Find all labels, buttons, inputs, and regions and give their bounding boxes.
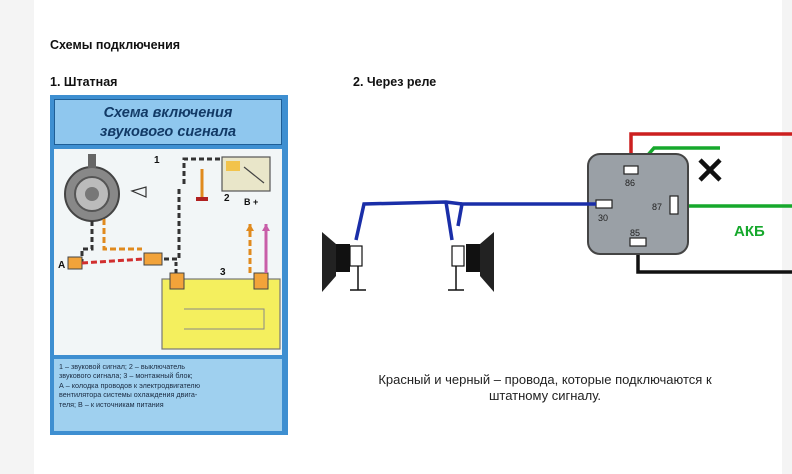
wire-connector-a xyxy=(81,257,145,265)
wire-signal xyxy=(160,189,181,261)
horn-symbol xyxy=(130,186,147,198)
speaker-icon xyxy=(448,232,494,292)
pin-87-label: 87 xyxy=(652,202,662,212)
legend-line: вентилятора системы охлаждения двига- xyxy=(59,390,198,400)
left-margin xyxy=(0,0,34,474)
cross-mark-icon xyxy=(698,158,722,182)
callout-3: 3 xyxy=(220,267,226,278)
callout-b: В + xyxy=(244,197,258,207)
relay-caption: Красный и черный – провода, которые подк… xyxy=(320,372,770,404)
card-title: Схема включения звукового сигнала xyxy=(54,99,282,145)
section2-title: 2. Через реле xyxy=(353,75,437,89)
legend-line: 1 – звуковой сигнал; 2 – выключатель xyxy=(59,362,186,371)
legend-line: А – колодка проводов к электродвигателю xyxy=(59,380,201,390)
wire-black xyxy=(636,245,792,274)
switch-icon xyxy=(221,156,271,192)
right-margin xyxy=(782,0,792,474)
pin-86-label: 86 xyxy=(625,178,635,188)
horn-icon xyxy=(64,154,120,222)
battery-label: АКБ xyxy=(734,223,765,240)
speaker-icon xyxy=(322,232,366,292)
standard-wiring-diagram: 1 2 3 А В + xyxy=(58,154,281,350)
caption-line2: штатному сигналу. xyxy=(488,388,602,403)
section1-title: 1. Штатная xyxy=(50,75,118,89)
wire-horn-ground xyxy=(80,221,94,267)
wire-green-86 xyxy=(638,146,720,166)
wire-horn-block xyxy=(102,219,142,251)
arrow-up-icon xyxy=(262,224,270,231)
wire-blue-main xyxy=(456,202,596,227)
callout-1: 1 xyxy=(154,155,160,166)
pin-30-label: 30 xyxy=(598,213,608,223)
page-title: Схемы подключения xyxy=(50,38,181,52)
callout-2: 2 xyxy=(224,193,230,204)
standard-scheme-card: Схема включения звукового сигнала xyxy=(50,95,288,435)
card-title-line2: звукового сигнала xyxy=(99,124,237,140)
legend-line: звукового сигнала; 3 – монтажный блок; xyxy=(59,371,193,381)
ground-icon xyxy=(196,197,208,201)
wire-switch xyxy=(182,157,222,184)
wire-blue-left xyxy=(354,200,463,241)
card-title-line1: Схема включения xyxy=(103,105,233,121)
card-legend: 1 – звуковой сигнал; 2 – выключатель зву… xyxy=(54,359,282,431)
mounting-block-icon xyxy=(161,272,281,350)
callout-a: А xyxy=(58,260,65,271)
pin-85-label: 85 xyxy=(630,228,640,238)
card-diagram-area: 1 2 3 А В + xyxy=(54,149,282,355)
arrow-up-icon xyxy=(246,224,254,231)
legend-line: теля; В – к источникам питания xyxy=(59,399,164,409)
connector-a-icon xyxy=(67,252,163,270)
wire-red xyxy=(629,132,792,168)
wire-blue-right xyxy=(444,201,454,241)
caption-line1: Красный и черный – провода, которые подк… xyxy=(378,372,712,387)
relay-icon xyxy=(587,153,689,255)
